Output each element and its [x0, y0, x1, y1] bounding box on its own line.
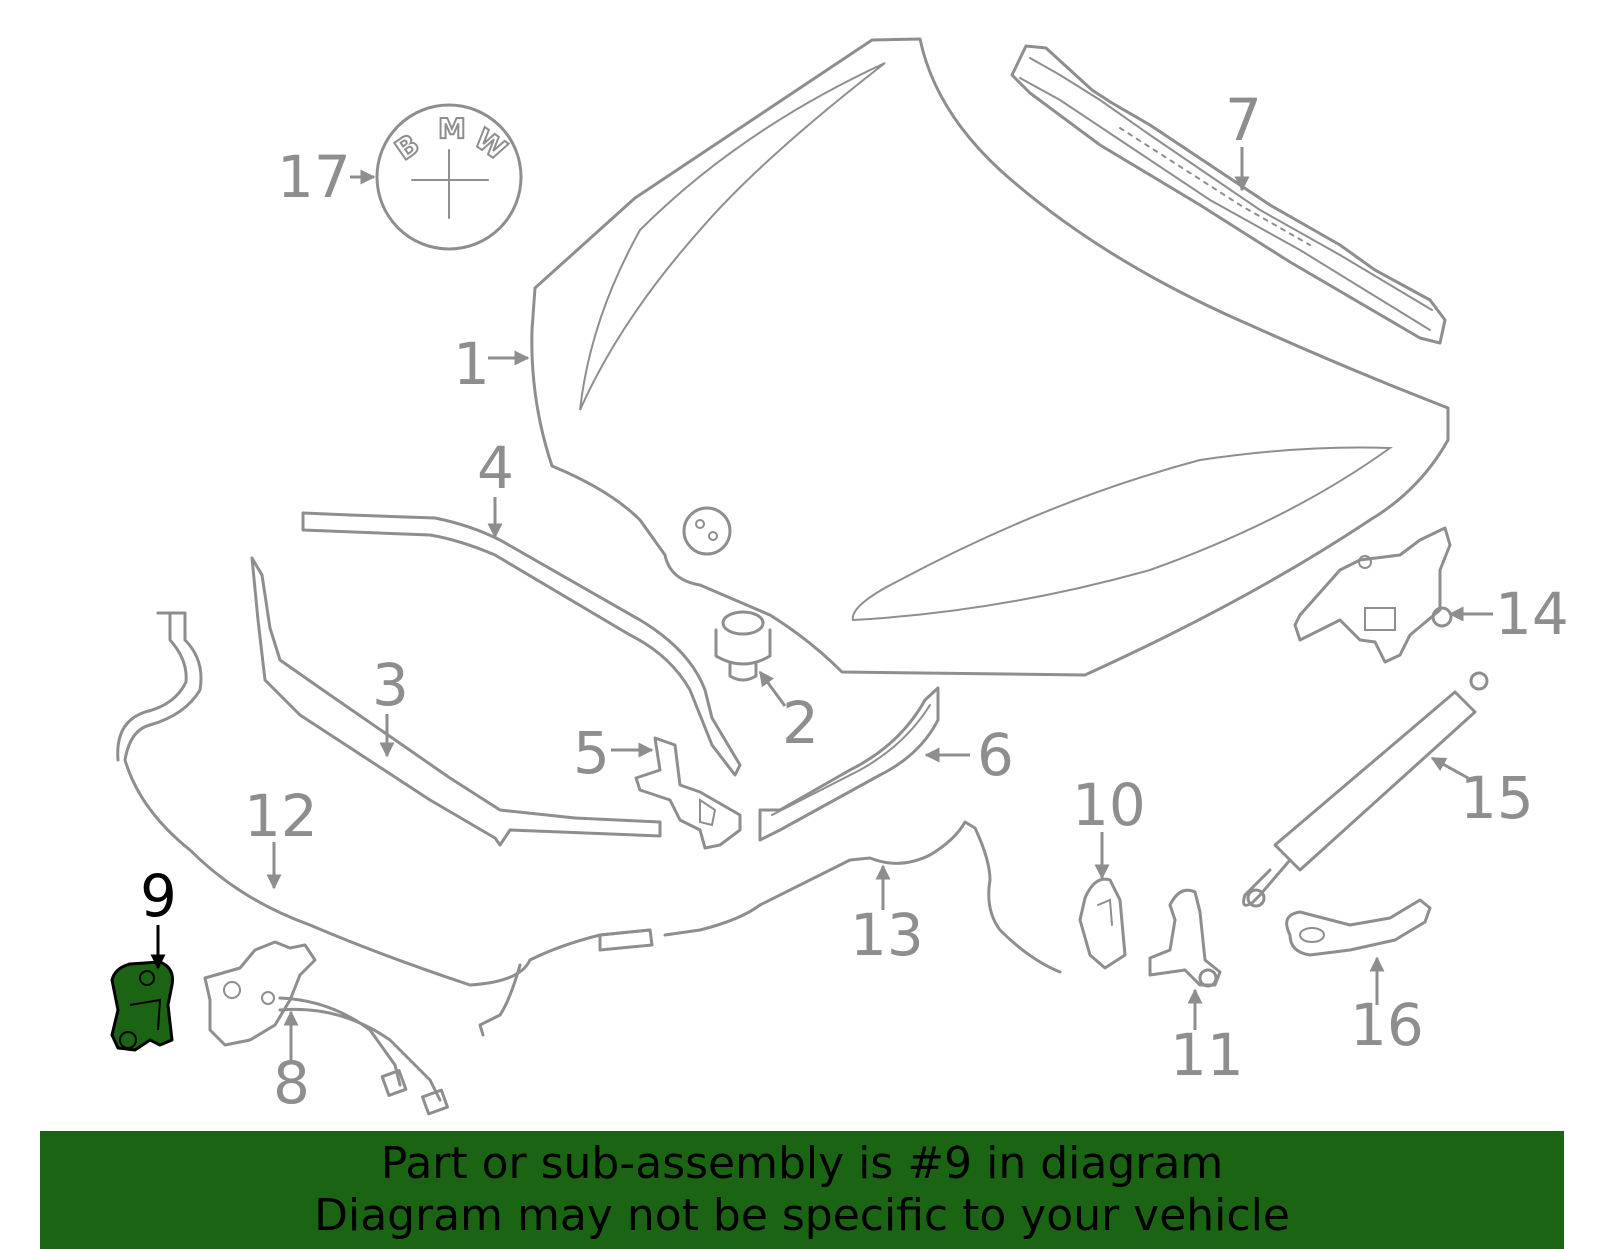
callout-5: 5 [573, 719, 610, 787]
callout-12: 12 [244, 782, 318, 850]
emblem-letter-b: B [389, 128, 425, 167]
hood-seal-upper [301, 511, 742, 777]
callout-2: 2 [782, 689, 819, 757]
callout-9: 9 [140, 862, 177, 930]
callout-17: 17 [277, 143, 351, 211]
hood-panel [530, 37, 1450, 677]
hood-gas-strut [1242, 671, 1489, 908]
info-banner-background [40, 1131, 1564, 1249]
hood-seal-lower [250, 556, 662, 847]
callout-3: 3 [372, 651, 409, 719]
callout-lines [150, 147, 1493, 1060]
side-support-bracket [758, 686, 940, 842]
leader-2 [758, 670, 787, 707]
strut-mounting-bracket [1285, 898, 1432, 957]
callout-6: 6 [977, 721, 1014, 789]
safety-catch [1148, 888, 1222, 988]
callout-7: 7 [1225, 86, 1262, 154]
highlighted-part-9 [110, 960, 174, 1052]
leader-15 [1430, 756, 1469, 780]
banner-line-2: Diagram may not be specific to your vehi… [314, 1190, 1290, 1241]
lock-carrier-bracket [634, 736, 742, 850]
banner-line-1: Part or sub-assembly is #9 in diagram [380, 1138, 1224, 1189]
callout-16: 16 [1350, 991, 1424, 1059]
hood-front-panel-support [1010, 44, 1447, 345]
info-banner: Part or sub-assembly is #9 in diagram Di… [40, 1131, 1564, 1249]
callout-4: 4 [477, 434, 514, 502]
release-cable-rear [663, 820, 1062, 974]
callout-10: 10 [1072, 771, 1146, 839]
callout-15: 15 [1460, 764, 1534, 832]
emblem-letter-m: M [438, 112, 466, 145]
callout-14: 14 [1495, 580, 1569, 648]
release-cable-front [116, 611, 654, 1037]
callout-numbers: 1 2 3 4 5 6 7 8 9 10 11 12 13 14 15 16 1… [140, 86, 1569, 1117]
safety-catch-cover [1078, 877, 1127, 970]
hood-hinge [1293, 526, 1453, 664]
callout-1: 1 [453, 330, 490, 398]
callout-13: 13 [850, 901, 924, 969]
hood-latch [203, 940, 449, 1116]
hood-bump-stop [714, 610, 772, 682]
bmw-emblem: B M W [375, 103, 523, 251]
callout-8: 8 [273, 1049, 310, 1117]
callout-11: 11 [1170, 1021, 1244, 1089]
emblem-letter-w: W [468, 122, 512, 167]
